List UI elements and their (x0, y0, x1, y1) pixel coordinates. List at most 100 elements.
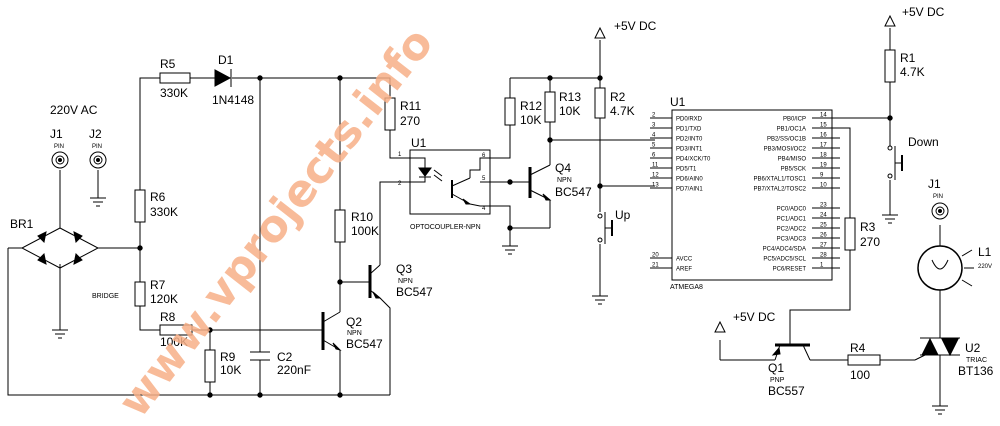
down-button-label: Down (908, 135, 939, 149)
j2-ref: J2 (89, 127, 102, 141)
mcu-pin-name: PC3/ADC3 (777, 237, 807, 243)
mains-label: 220V AC (50, 103, 98, 117)
q2-ref: Q2 (346, 315, 362, 329)
triac-ref: U2 (965, 341, 981, 355)
mcu-pin-number: 26 (820, 233, 827, 239)
lamp-value: 220V (978, 264, 992, 270)
transistor-q1: +5V DC Q1 PNP BC557 (714, 310, 811, 398)
mcu-pin-name: PC1/ADC1 (777, 217, 807, 223)
mcu-pin-name: PC6/RESET (773, 267, 807, 273)
opto-pin-5: 5 (482, 176, 486, 182)
r4-value: 100 (850, 368, 870, 382)
j2-pin-label: PIN (92, 144, 102, 150)
resistor-r7: R7 120K (134, 278, 178, 307)
mcu-pin-number: 11 (652, 163, 659, 169)
mcu-pin-name: PB1/OC1A (777, 127, 806, 133)
supply-5v-right: +5V DC (884, 5, 945, 27)
supply-q1-label: +5V DC (733, 310, 776, 324)
mcu-pin-name: PD7/AIN1 (676, 187, 703, 193)
mcu-pin-number: 4 (652, 133, 656, 139)
optocoupler: U1 1 2 6 5 4 OPTOCOUPLER-NPN (398, 136, 491, 231)
resistor-r12: R12 10K (504, 97, 542, 127)
mcu-pin-number: 25 (820, 223, 827, 229)
d1-value: 1N4148 (212, 93, 254, 107)
mcu-pin-name: PB3/MOSI/OC2 (764, 147, 807, 153)
supply-right-label: +5V DC (902, 5, 945, 19)
mcu-pin-name: PB2/SS/OC1B (767, 137, 806, 143)
supply-arrow-icon (884, 14, 896, 27)
down-button: Down (887, 135, 939, 180)
r4-ref: R4 (850, 341, 866, 355)
r7-ref: R7 (150, 278, 166, 292)
r1-ref: R1 (900, 51, 916, 65)
q3-value: BC547 (396, 285, 433, 299)
bridge-rectifier: BR1 BRIDGE (8, 217, 119, 339)
r9-value: 10K (220, 363, 241, 377)
resistor-r10: R10 100K (334, 209, 379, 243)
mcu-pin-name: PC2/ADC2 (777, 227, 807, 233)
r8-value: 100K (160, 335, 188, 349)
q1-type: PNP (770, 377, 785, 384)
mcu-pin-number: 27 (820, 243, 827, 249)
transistor-q4: Q4 NPN BC547 (525, 161, 592, 201)
transistor-q3: Q3 NPN BC547 (368, 262, 433, 299)
q4-type: NPN (557, 177, 572, 184)
j1-jack-icon (51, 151, 69, 169)
mcu-pin-name: PB4/MISO (778, 157, 807, 163)
junctions (137, 75, 893, 398)
opto-pin-4: 4 (482, 206, 486, 212)
r6-value: 330K (150, 205, 178, 219)
lamp-l1: J1 PIN L1 220V (917, 177, 992, 291)
mcu-pin-name: PD6/AIN0 (676, 177, 703, 183)
r7-value: 120K (150, 292, 178, 306)
q3-ref: Q3 (396, 262, 412, 276)
bridge-label: BRIDGE (92, 293, 119, 300)
lamp-jack-pin-label: PIN (933, 194, 943, 200)
mcu-pin-number: 3 (652, 123, 656, 129)
mcu-pin-number: 12 (652, 173, 659, 179)
resistor-r13: R13 10K (544, 90, 581, 123)
q1-value: BC557 (768, 384, 805, 398)
r5-value: 330K (160, 86, 188, 100)
r2-ref: R2 (610, 90, 626, 104)
mcu-pin-number: 10 (820, 183, 827, 189)
mcu-pin-name: PD2/INT0 (676, 137, 703, 143)
mcu-pin-name: PC0/ADC0 (777, 207, 807, 213)
opto-ref: U1 (411, 136, 427, 150)
resistor-r5: R5 330K (159, 57, 191, 100)
r1-value: 4.7K (900, 65, 925, 79)
q4-value: BC547 (555, 185, 592, 199)
ground-icon (932, 405, 948, 415)
mcu-pin-number: 16 (820, 133, 827, 139)
mcu-pin-number: 17 (820, 143, 827, 149)
mcu-pin-number: 2 (652, 113, 656, 119)
q2-value: BC547 (346, 337, 383, 351)
opto-pin-2: 2 (398, 181, 402, 187)
r10-ref: R10 (351, 210, 373, 224)
triac-type: TRIAC (966, 357, 987, 364)
mcu-pin-number: 5 (652, 143, 656, 149)
opto-pin-1: 1 (398, 152, 402, 158)
r13-ref: R13 (559, 90, 581, 104)
mcu-pin-number: 28 (820, 253, 827, 259)
j2-jack-icon (89, 151, 107, 169)
mcu-pin-number: 13 (652, 183, 659, 189)
mcu-pin-name: PB6/XTAL1/TOSC1 (754, 177, 807, 183)
capacitor-c2: C2 220nF (250, 350, 311, 377)
r9-ref: R9 (220, 350, 236, 364)
mcu-name: ATMEGA8 (670, 284, 703, 291)
mcu-pin-number: 23 (820, 203, 827, 209)
q2-type: NPN (347, 330, 362, 337)
mcu-pin-name: PD0/RXD (676, 117, 703, 123)
diode-d1: D1 1N4148 (212, 53, 254, 107)
mcu-pin-number: 9 (820, 173, 824, 179)
ground-icon (502, 228, 518, 255)
opto-label: OPTOCOUPLER-NPN (410, 224, 481, 231)
resistor-r8: R8 100K (159, 310, 193, 349)
mcu-left-pins: 2PD0/RXD3PD1/TXD4PD2/INT05PD3/INT16PD4/X… (650, 113, 711, 273)
resistor-r11: R11 270 (384, 97, 421, 131)
mcu-pin-number: 20 (652, 253, 659, 259)
r12-value: 10K (520, 113, 541, 127)
mcu-pin-name: PC4/ADC4/SDA (763, 247, 806, 253)
r3-ref: R3 (860, 220, 876, 234)
